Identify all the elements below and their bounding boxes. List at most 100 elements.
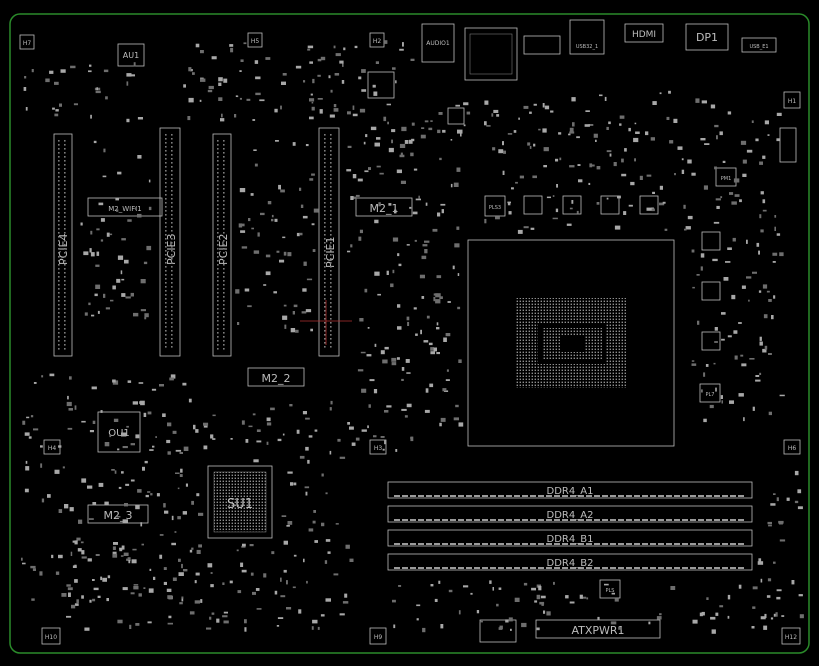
smd-pad [120,270,123,275]
smd-pad [314,540,318,543]
smd-pad [519,175,524,179]
slot-pin [165,238,167,240]
slot-pin [171,242,173,244]
smd-pad [716,135,718,140]
slot-pin [324,238,326,240]
smd-pad [374,219,379,224]
slot-pin [223,172,225,174]
smd-pad [302,215,308,219]
slot-pin [165,182,167,184]
slot-pin [165,286,167,288]
label-audio: AUDIO1 [426,40,450,47]
smd-pad [445,333,451,337]
smd-pad [92,502,97,505]
smd-pad [81,478,87,483]
smd-pad [399,143,406,148]
smd-pad [282,433,285,436]
smd-pad [22,562,26,565]
smd-pad [107,575,111,579]
smd-pad [104,501,109,506]
slot-pin [330,322,332,324]
slot-pin [330,178,332,180]
slot-pin [165,162,167,164]
smd-pad [721,312,726,315]
smd-pad [416,604,421,607]
smd-pad [329,114,335,118]
slot-pin [324,274,326,276]
smd-pad [566,223,572,226]
slot-pin [330,190,332,192]
slot-pin [223,148,225,150]
smd-pad [365,134,368,138]
slot-pin [171,330,173,332]
smd-pad [248,218,251,222]
smd-pad [221,113,223,118]
smd-pad [180,468,183,473]
slot-pin [165,210,167,212]
slot-pin [324,234,326,236]
smd-pad [140,400,145,406]
smd-pad [360,351,366,354]
slot-pin [223,212,225,214]
smd-pad [89,599,92,603]
smd-pad [255,76,261,80]
su1-bga [213,471,267,533]
smd-pad [544,105,550,110]
slot-pin [171,166,173,168]
smd-pad [534,600,538,603]
smd-pad [358,76,362,80]
slot-pin [330,314,332,316]
smd-pad [422,627,426,633]
smd-pad [312,520,316,524]
smd-pad [175,472,180,474]
smd-pad [542,128,547,133]
smd-pad [776,112,782,116]
smd-pad [533,103,537,106]
smd-pad [284,324,287,329]
smd-pad [282,315,288,320]
smd-pad [329,450,332,455]
slot-pin [324,310,326,312]
smd-pad [200,78,206,82]
slot-pin [58,208,60,210]
smd-pad [740,354,744,357]
smd-pad [621,173,627,177]
smd-pad [247,305,252,308]
smd-pad [430,351,435,355]
smd-pad [413,168,418,171]
smd-pad [90,252,95,257]
smd-pad [230,47,234,53]
smd-pad [74,564,77,568]
smd-pad [126,73,132,77]
slot-pin [217,208,219,210]
smd-pad [138,593,142,597]
smd-pad [778,520,784,524]
smd-pad [768,299,772,302]
slot-pin [58,156,60,158]
slot-pin [330,142,332,144]
slot-pin [324,186,326,188]
slot-pin [330,286,332,288]
smd-pad [183,446,189,451]
smd-pad [245,439,249,443]
label-ou1: OU1 [108,428,130,439]
smd-pad [470,592,473,595]
smd-pad [374,271,380,276]
slot-pin [58,172,60,174]
smd-pad [527,142,531,146]
smd-pad [705,364,709,367]
slot-pin [165,318,167,320]
slot-pin [223,324,225,326]
slot-pin [324,182,326,184]
smd-pad [290,328,296,333]
smd-pad [404,415,408,418]
smd-pad [406,244,410,246]
smd-pad [727,335,732,338]
smd-pad [370,126,377,131]
slot-pin [64,140,66,142]
smd-pad [314,429,318,432]
smd-pad [308,435,313,438]
smd-pad [529,111,532,114]
smd-pad [283,540,288,545]
slot-pin [324,214,326,216]
